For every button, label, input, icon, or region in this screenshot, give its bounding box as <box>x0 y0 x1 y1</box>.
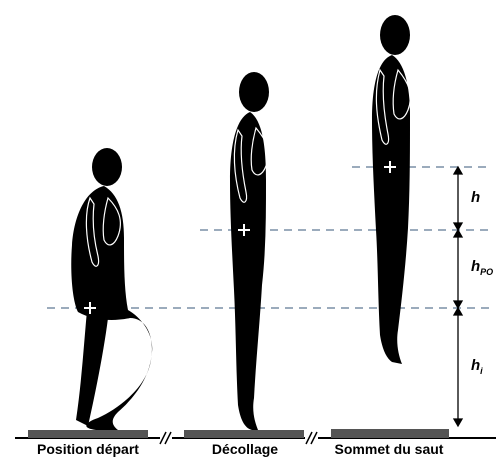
caption-takeoff: Décollage <box>212 441 278 457</box>
platform-start <box>28 430 148 438</box>
axis-break-1 <box>160 432 171 444</box>
axis-break-2 <box>306 432 317 444</box>
figure-apex <box>372 15 410 364</box>
label-h-i: hi <box>471 357 483 376</box>
figure-takeoff <box>230 72 269 430</box>
figure-start <box>71 148 152 430</box>
caption-apex: Sommet du saut <box>335 441 444 457</box>
platform-apex <box>331 429 449 438</box>
label-h: h <box>471 189 480 206</box>
platform-takeoff <box>184 430 304 438</box>
height-arrows <box>454 167 462 426</box>
caption-start: Position départ <box>37 441 139 457</box>
label-h-po: hPO <box>471 258 493 277</box>
